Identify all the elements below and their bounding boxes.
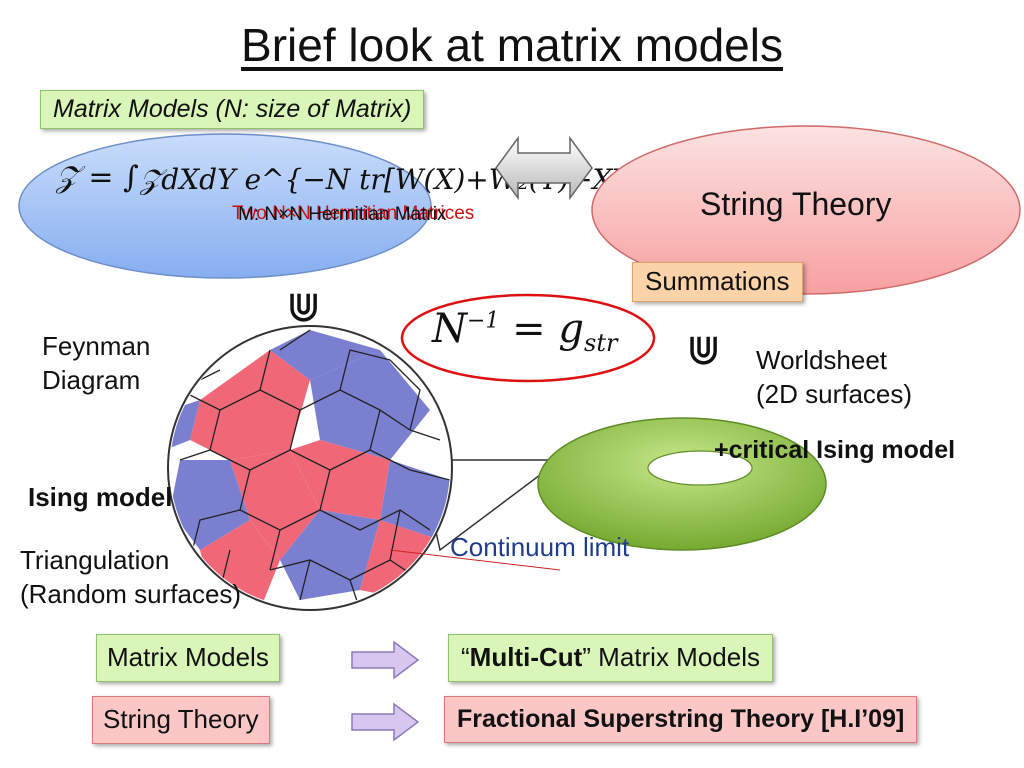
- row2-string-theory: String Theory: [92, 696, 270, 744]
- row2-fractional-superstring: Fractional Superstring Theory [H.I’09]: [444, 696, 918, 743]
- arrow-right-icon: [351, 640, 420, 680]
- string-theory-ellipse: [591, 125, 1021, 295]
- matrix-ellipse: [18, 133, 432, 279]
- coupling-relation-oval: [400, 293, 656, 383]
- string-theory-heading: String Theory: [700, 186, 892, 222]
- overlay-hermitian-matrix: M: N×N Hermitian Matrix: [238, 204, 447, 225]
- contains-symbol-left: ⋓: [286, 283, 322, 330]
- row1-matrix-models: Matrix Models: [96, 634, 280, 682]
- double-arrow-icon: [495, 135, 593, 201]
- contains-symbol-right: ⋓: [686, 326, 722, 373]
- partition-function-equation: 𝒵 = ∫: [56, 160, 139, 195]
- feynman-label: Feynman Diagram: [42, 331, 151, 395]
- ising-model-label: Ising model: [28, 482, 173, 512]
- continuum-limit-label: Continuum limit: [450, 532, 630, 562]
- critical-ising-label: +critical Ising model: [714, 436, 956, 464]
- page-title: Brief look at matrix models: [241, 19, 783, 71]
- triangulation-label: Triangulation (Random surfaces): [20, 545, 242, 609]
- row1-multicut-matrix-models: “Multi-Cut” Matrix Models: [448, 634, 773, 682]
- matrix-models-label: Matrix Models (N: size of Matrix): [40, 90, 425, 129]
- torus-graphic: [537, 417, 827, 551]
- overlay-two-matrices: Two N×N Hermitian Matrices: [232, 203, 475, 224]
- summations-label: Summations: [632, 262, 803, 302]
- arrow-right-icon: [351, 702, 420, 742]
- coupling-relation: N−1 = gstr: [432, 306, 618, 357]
- feynman-diagram-graphic: [167, 325, 563, 611]
- worldsheet-label: Worldsheet (2D surfaces): [756, 345, 913, 409]
